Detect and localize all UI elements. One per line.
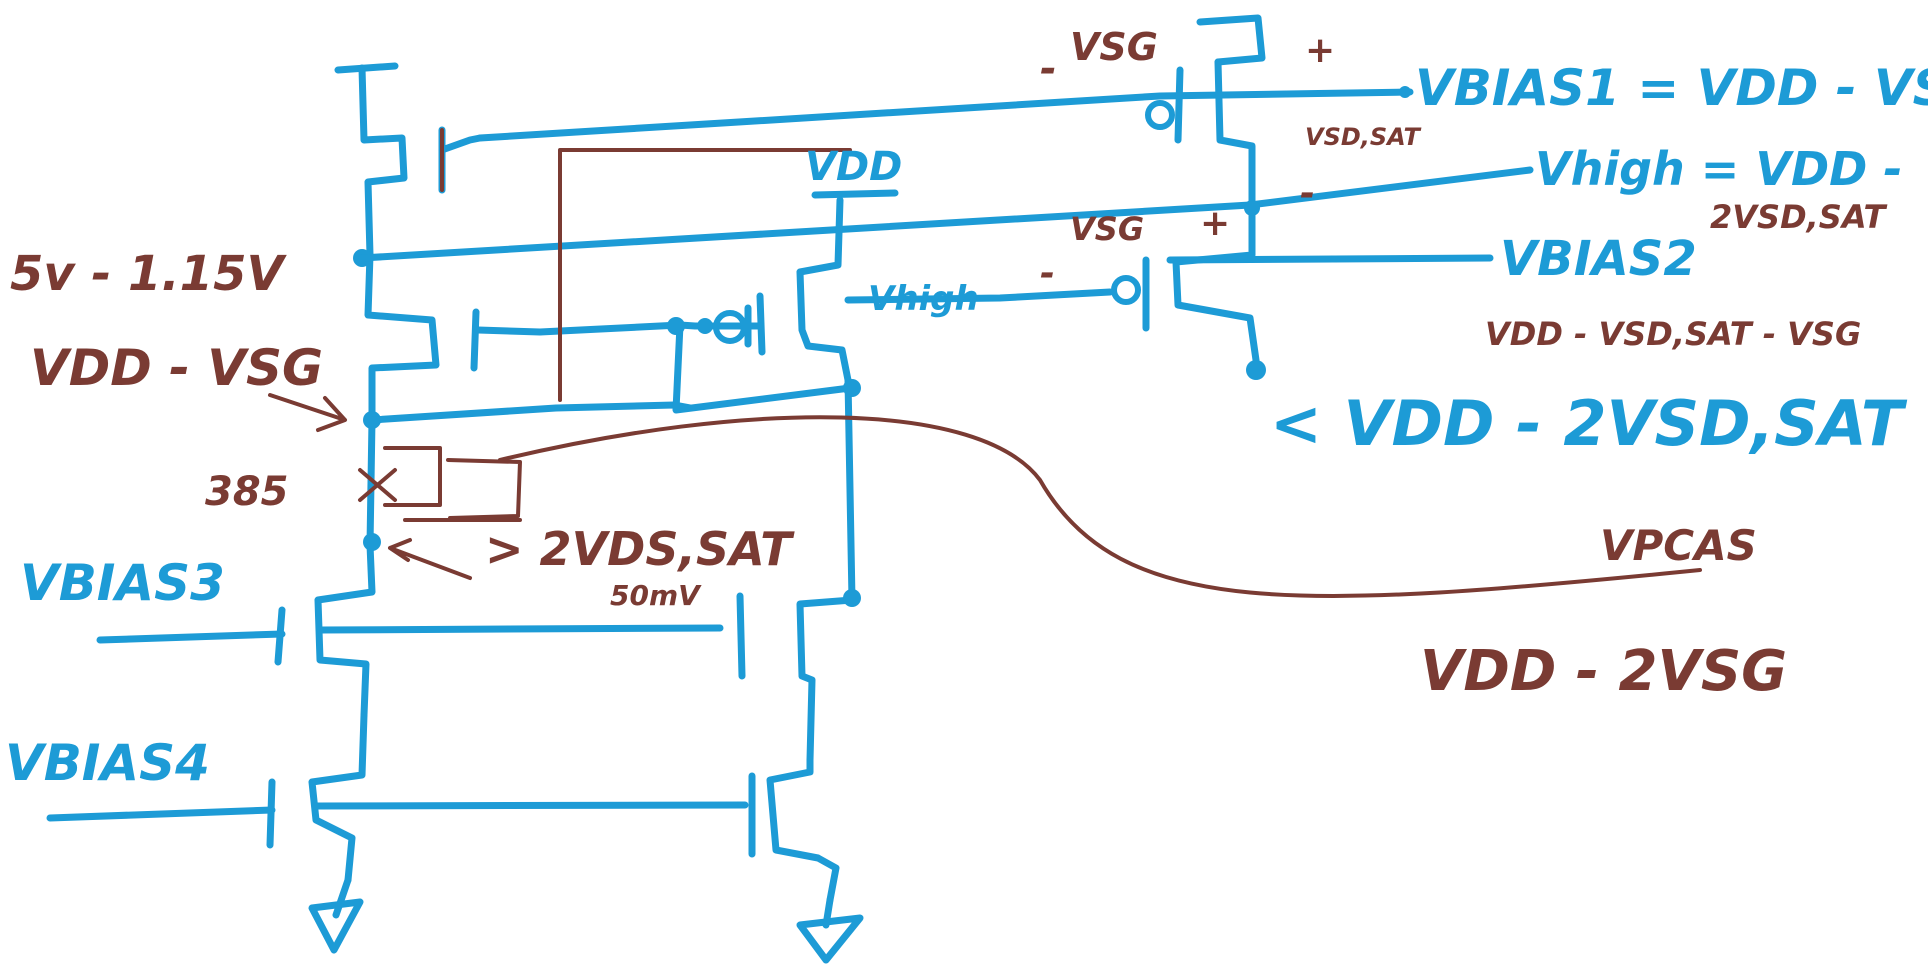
label-vpcas: VPCAS <box>1600 521 1757 570</box>
label-gt-2vds: > 2VDS,SAT <box>485 522 795 576</box>
node-right-out <box>1246 360 1266 380</box>
label-minus-top: - <box>1040 46 1057 92</box>
label-vdd-2vsg: VDD - 2VSG <box>1420 639 1787 704</box>
label-minus-right: - <box>1300 173 1315 214</box>
arrow-to-left-node <box>268 393 347 432</box>
ground-right <box>796 914 864 964</box>
mid-gate-rail <box>536 321 684 336</box>
center-pmos-channel <box>796 196 852 384</box>
label-50mv: 50mV <box>610 579 702 612</box>
label-vsg-mid: VSG <box>1070 210 1144 248</box>
vhigh-rail <box>358 166 1534 262</box>
m3-box <box>383 446 442 507</box>
right-pmos-m1-bubble <box>1145 100 1175 130</box>
label-vhigh: Vhigh = VDD - <box>1535 142 1902 196</box>
vbias1-rail <box>476 88 1414 142</box>
node-center-2 <box>843 379 861 397</box>
center-nmos-right-m4 <box>766 756 840 904</box>
pmos-m2-gate <box>470 308 480 372</box>
x-mark <box>358 468 397 502</box>
center-diode-loop <box>672 321 854 414</box>
node-center-4 <box>697 318 713 334</box>
node-left-3 <box>363 533 381 551</box>
vbias4-gate-link <box>312 801 749 810</box>
ground-right-stem <box>822 896 834 929</box>
center-pmos-bubble <box>713 310 747 344</box>
vbias3-gate-link <box>316 624 724 634</box>
vbias4-rail <box>46 806 276 822</box>
pmos-m3-channel <box>366 416 376 549</box>
label-vbias2-expr: VDD - VSD,SAT - VSG <box>1485 315 1861 353</box>
node-center-1 <box>667 317 685 335</box>
arrow-2vds <box>388 538 472 580</box>
red-annotations <box>268 128 1702 598</box>
label-vbias4: VBIAS4 <box>5 734 210 792</box>
nmos-left-m4 <box>308 711 368 884</box>
label-vhigh-cont: 2VSD,SAT <box>1710 198 1888 236</box>
label-385: 385 <box>205 469 289 515</box>
label-vdd-top: VDD <box>805 144 902 190</box>
vpcas-curve <box>498 415 1702 598</box>
center-branch <box>672 189 899 964</box>
node-center-3 <box>843 589 861 607</box>
label-vsg-top: VSG <box>1070 25 1158 69</box>
center-nmos-right-m3 <box>796 596 856 764</box>
label-plus-top: + <box>1305 30 1335 71</box>
label-vsd-sat-small: VSD,SAT <box>1305 123 1421 151</box>
center-to-nmos-right <box>844 376 856 604</box>
label-vbias1: VBIAS1 = VDD - VSG <box>1415 59 1928 117</box>
label-plus-mid: + <box>1200 203 1230 244</box>
left-pmos-stack <box>266 62 544 954</box>
left-vdd-tap <box>334 62 399 74</box>
label-lt-vdd-2vsd: < VDD - 2VSD,SAT <box>1270 387 1908 460</box>
right-pmos-m2-bubble <box>1111 275 1141 305</box>
label-range-5v: 5v - 1.15V <box>10 246 287 302</box>
right-pmos-stack <box>844 14 1266 372</box>
right-top-tap <box>1196 14 1266 66</box>
ground-left-stem <box>332 876 352 919</box>
node-right-vhigh <box>1244 200 1260 216</box>
center-frame <box>558 148 852 402</box>
left-to-center-bottom <box>368 401 694 424</box>
right-pmos-m1-channel <box>1214 58 1256 214</box>
label-vbias3: VBIAS3 <box>20 554 225 612</box>
vbias3-rail <box>96 630 286 644</box>
m3-box-2 <box>403 458 522 522</box>
label-vdd-vsg-left: VDD - VSG <box>30 339 323 397</box>
pmos-m2-channel <box>364 251 440 424</box>
vdd-center-tap <box>811 189 899 199</box>
label-minus-mid: - <box>1040 253 1055 294</box>
label-vbias2: VBIAS2 <box>1500 231 1697 287</box>
pmos-m1-channel <box>358 64 408 259</box>
pmos-m2-gate-link <box>474 326 544 336</box>
label-vhigh-mid: Vhigh <box>868 279 979 319</box>
right-pmos-m2-gate-link <box>844 288 1114 304</box>
right-pmos-m1-gate <box>1174 66 1184 144</box>
pmos-m1-gate-link <box>438 134 484 154</box>
center-nmos-right-m3-gate <box>736 592 746 680</box>
center-gate-to-mid <box>676 321 764 330</box>
node-right-vbias1 <box>1399 86 1411 98</box>
